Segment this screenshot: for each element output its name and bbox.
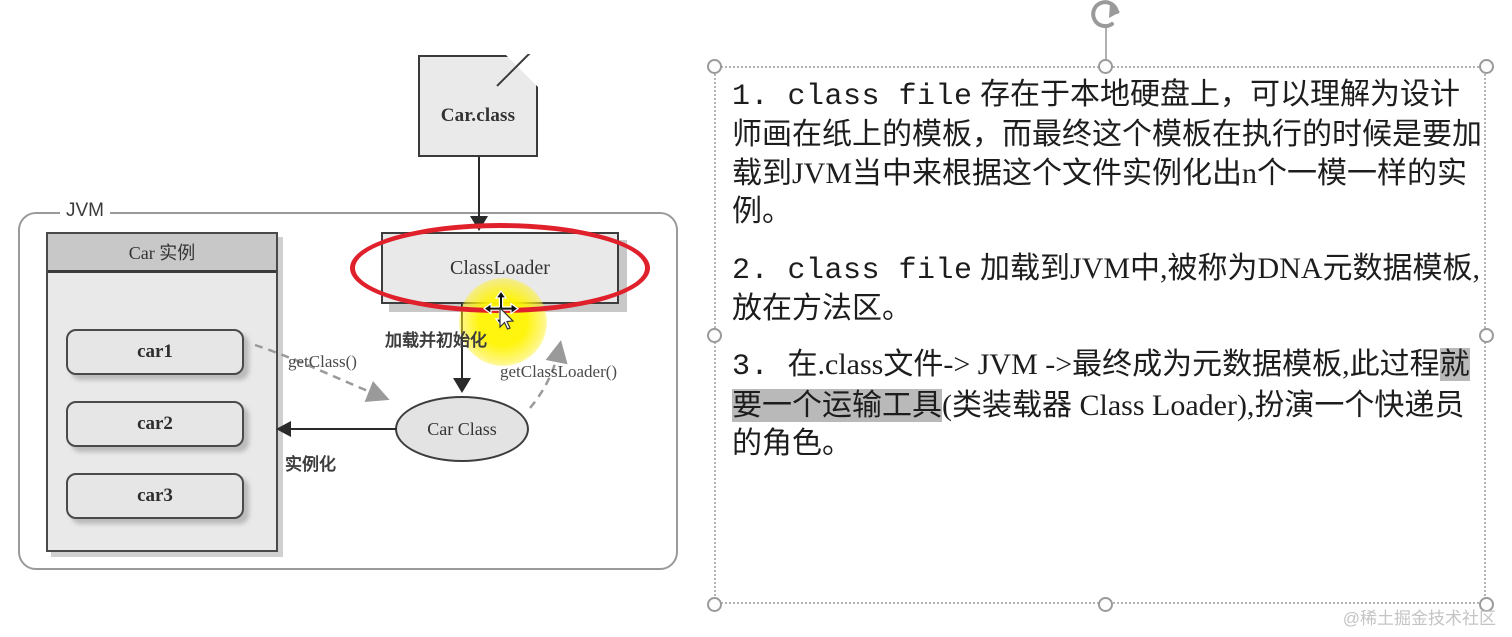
edge-label-getclassloader: getClassLoader() (500, 362, 618, 381)
car-instance-box: Car 实例 car1 car2 car3 (46, 232, 278, 552)
car-class-file-label: Car.class (440, 105, 516, 126)
edge-classfile-to-classloader (478, 157, 480, 220)
selection-handle-bottom-center[interactable] (1098, 597, 1113, 612)
arrowhead-classloader-to-carclass (453, 378, 471, 393)
edge-carclass-to-instance (289, 428, 397, 430)
rotate-handle-icon[interactable] (1085, 0, 1129, 40)
edge-label-getclass: getClass() (288, 352, 357, 371)
arrowhead-carclass-to-instance (276, 421, 291, 437)
text-segment: 加载到JVM中,被称为DNA元数据模板,放在方法区。 (732, 251, 1481, 325)
instance-car1: car1 (66, 329, 244, 375)
paragraph-number: 3. (732, 350, 788, 385)
jvm-container (18, 212, 678, 570)
selection-handle-bottom-right[interactable] (1479, 597, 1494, 612)
jvm-label: JVM (60, 200, 110, 222)
instance-car2: car2 (66, 401, 244, 447)
instance-car3: car3 (66, 473, 244, 519)
text-segment: 在.class文件-> JVM ->最终成为元数据模板,此过程 (787, 348, 1440, 382)
dashed-relation-edges (254, 340, 568, 409)
text-segment: class file (787, 80, 973, 114)
selection-handle-top-center[interactable] (1098, 59, 1113, 74)
jvm-classloader-diagram: Car.class JVM Car 实例 car1 car2 car3 Clas… (0, 0, 700, 637)
selection-handle-top-right[interactable] (1479, 59, 1494, 74)
edge-label-instantiate: 实例化 (285, 455, 336, 474)
car-class-node: Car Class (395, 396, 529, 462)
edge-label-load-init: 加载并初始化 (385, 331, 487, 350)
text-segment: (类装载器 Class Loader),扮演一个快递员的角色。 (732, 388, 1465, 461)
text-segment: 存在于本地硬盘上，可以理解为设计师画在纸上的模板，而最终这个模板在执行的时候是要… (732, 78, 1482, 229)
car-instance-header: Car 实例 (48, 234, 276, 273)
text-segment: class file (787, 253, 973, 288)
paragraph-2: 2. class file 加载到JVM中,被称为DNA元数据模板,放在方法区。 (732, 250, 1484, 329)
rotate-handle-stem (1105, 28, 1107, 68)
dashed-edge-getclassloader (529, 340, 568, 409)
move-cursor-icon (482, 289, 520, 330)
paragraph-number: 2. (732, 253, 788, 288)
paragraph-1: 1. class file 存在于本地硬盘上，可以理解为设计师画在纸上的模板，而… (732, 76, 1484, 232)
watermark-label: @稀土掘金技术社区 (1342, 609, 1496, 628)
textbox-content[interactable]: 1. class file 存在于本地硬盘上，可以理解为设计师画在纸上的模板，而… (732, 76, 1484, 482)
selection-handle-middle-right[interactable] (1479, 328, 1494, 343)
paragraph-number: 1. (732, 80, 788, 114)
dashed-edge-getclass (254, 343, 390, 402)
paragraph-3: 3. 在.class文件-> JVM ->最终成为元数据模板,此过程就要一个运输… (732, 346, 1484, 463)
selection-handle-bottom-left[interactable] (707, 597, 722, 612)
car-class-file-node: Car.class (418, 55, 538, 157)
selection-handle-top-left[interactable] (707, 59, 722, 74)
selection-handle-middle-left[interactable] (707, 328, 722, 343)
